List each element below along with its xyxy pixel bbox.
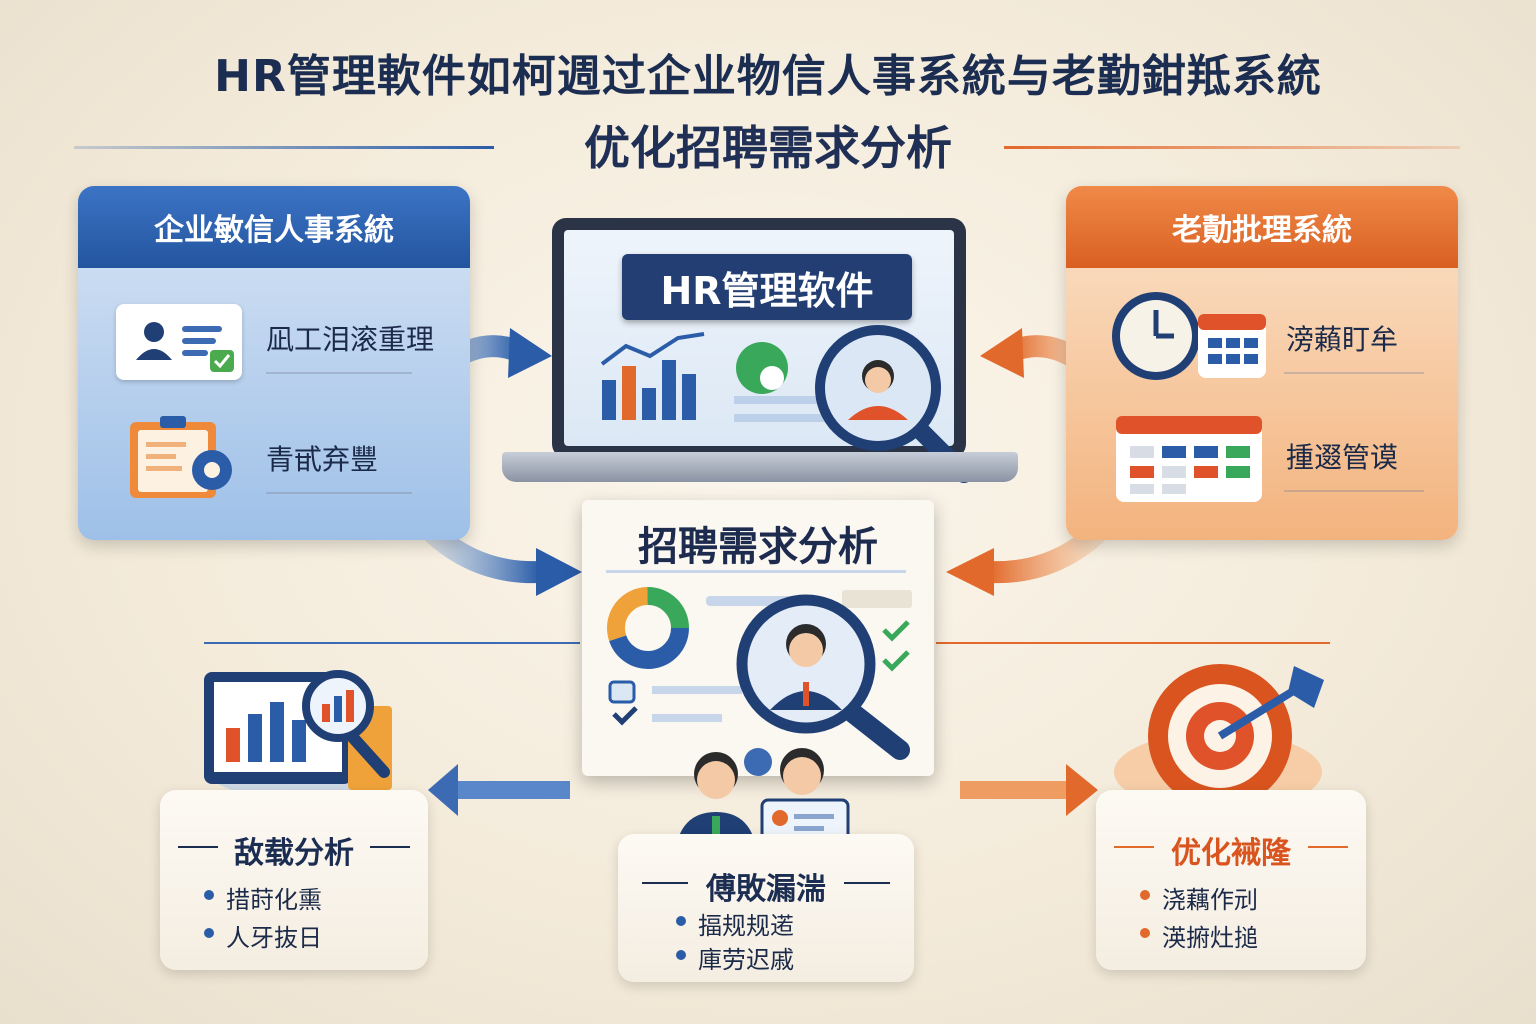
hr-task-label: 青甙弃豐 (266, 443, 379, 476)
bullet-dot (676, 950, 686, 960)
data-analysis-title: 敌载分析 (234, 836, 354, 871)
arrowhead-right-to-center (946, 548, 994, 596)
clock-calendar-icon (1108, 288, 1272, 388)
talent-matching-bullet-1: 揊规规逽 (698, 912, 794, 940)
arrowhead-left-to-center (536, 548, 582, 596)
pie-icon (736, 342, 788, 394)
bullet-dot (676, 916, 686, 926)
subtitle: 优化招聘需求分析 (584, 121, 952, 175)
attendance-system-panel-title: 老勣批理系統 (1066, 186, 1458, 268)
attendance-tracking-label: 滂藾盯牟 (1286, 323, 1399, 356)
checkmark-icons (882, 620, 910, 672)
bullet-dot (204, 928, 214, 938)
employee-card-icon (116, 304, 242, 380)
talent-matching-card: 傅敗漏湍 揊规规逽 庫劳迟戚 (618, 834, 914, 982)
donut-chart-icon (607, 587, 689, 669)
main-title: HR管理軟件如柯週过企业物信人事系統与老勤鉗羝系統 (214, 51, 1322, 102)
talent-matching-title: 傅敗漏湍 (706, 872, 826, 907)
hr-system-panel: 企业敏信人事系統 凪工泪滚重理 青甙弃豐 (78, 186, 470, 540)
arrowhead-right-to-laptop (980, 328, 1024, 378)
title-line-left (74, 146, 494, 149)
arrowhead-bottom-left (428, 764, 458, 816)
schedule-management-label: 揰逫管谟 (1286, 441, 1399, 474)
talent-matching-bullet-2: 庫劳迟戚 (698, 946, 794, 974)
data-analysis-card: 敌载分析 措莳化熏 人牙抜日 (160, 790, 428, 970)
data-analysis-bullet-2: 人牙抜日 (226, 924, 322, 952)
bar-chart-icon (600, 332, 705, 420)
checkbox-icons (608, 680, 638, 726)
bullet-dot (1140, 890, 1150, 900)
hr-system-panel-title: 企业敏信人事系統 (78, 186, 470, 268)
clipboard-gear-icon (126, 414, 238, 502)
optimize-card: 优化裓隆 浇藕作刓 渶捬灶搥 (1096, 790, 1366, 970)
optimize-title: 优化裓隆 (1171, 836, 1291, 871)
bullet-dot (1140, 928, 1150, 938)
optimize-bullet-1: 浇藕作刓 (1162, 886, 1258, 914)
recruitment-analysis-title: 招聘需求分析 (638, 524, 878, 570)
employee-management-label: 凪工泪滚重理 (266, 323, 435, 356)
attendance-system-panel: 老勣批理系統 滂藾盯牟 (1066, 186, 1458, 540)
optimize-bullet-2: 渶捬灶搥 (1162, 924, 1258, 952)
candidate-magnifier-icon (736, 594, 910, 760)
hr-software-badge: HR管理软件 (622, 254, 912, 320)
arrowhead-bottom-right (1066, 764, 1098, 816)
bullet-dot (204, 890, 214, 900)
analytics-monitor-icon (204, 670, 392, 800)
title-line-right (1004, 146, 1460, 149)
data-analysis-bullet-1: 措莳化熏 (226, 886, 322, 914)
schedule-board-icon (1114, 412, 1264, 504)
laptop-base (502, 452, 1018, 482)
arrowhead-left-to-laptop (508, 328, 552, 378)
